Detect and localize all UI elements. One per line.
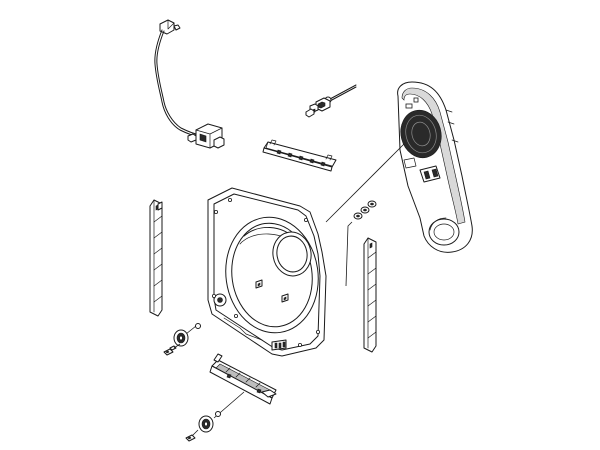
drum-roller-upper — [163, 323, 201, 356]
washer-stack — [345, 200, 377, 287]
right-side-rail — [363, 237, 377, 353]
thermostat-probe — [305, 84, 357, 118]
left-side-rail — [149, 199, 163, 317]
leader-line-duct — [325, 143, 405, 223]
lower-support-bracket — [209, 353, 277, 405]
rear-bulkhead-panel — [207, 187, 327, 357]
wire-harness-sensor — [154, 19, 225, 149]
upper-baffle-bracket — [262, 139, 337, 172]
drum-roller-lower — [185, 411, 221, 442]
blower-housing-duct — [397, 81, 473, 253]
